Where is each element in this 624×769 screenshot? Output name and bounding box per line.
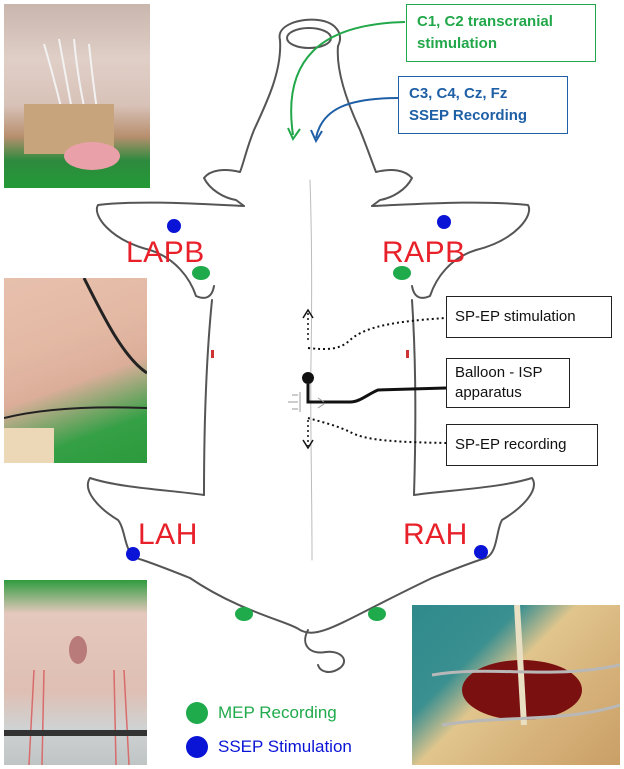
photo-head-electrodes bbox=[4, 4, 150, 188]
left-side-mark bbox=[211, 350, 214, 358]
hindlimb-wires bbox=[4, 636, 147, 765]
label-lapb: LAPB bbox=[126, 236, 205, 269]
callout-balloon: Balloon - ISP apparatus bbox=[446, 358, 570, 408]
label-lah: LAH bbox=[138, 518, 198, 551]
surgery-field bbox=[431, 605, 620, 727]
ssep-dot-rapb bbox=[437, 215, 451, 229]
callout-ssep-line1: C3, C4, Cz, Fz bbox=[409, 85, 508, 102]
label-rah: RAH bbox=[403, 518, 468, 551]
callout-spep-rec-text: SP-EP recording bbox=[455, 436, 567, 453]
callout-balloon-line2: apparatus bbox=[455, 384, 522, 401]
legend-ssep-circle bbox=[186, 736, 208, 758]
spinal-apparatus bbox=[288, 308, 447, 450]
callout-ssep-recording: C3, C4, Cz, Fz SSEP Recording bbox=[398, 76, 568, 134]
mep-dot-lapb bbox=[192, 266, 210, 280]
photo-forelimb bbox=[4, 278, 147, 463]
legend-ssep-label: SSEP Stimulation bbox=[218, 737, 352, 756]
balloon-icon bbox=[302, 372, 314, 384]
callout-spep-stimulation: SP-EP stimulation bbox=[446, 296, 612, 338]
forelimb-wire bbox=[4, 278, 147, 463]
callout-ssep-line2: SSEP Recording bbox=[409, 107, 528, 124]
right-side-mark bbox=[406, 350, 409, 358]
callout-transcranial-line1: C1, C2 transcranial bbox=[417, 13, 553, 30]
photo-surgery bbox=[412, 605, 620, 765]
transcranial-arrow bbox=[290, 21, 406, 136]
legend-mep-label: MEP Recording bbox=[218, 703, 337, 722]
spep-rec-connector bbox=[307, 417, 447, 444]
callout-balloon-line1: Balloon - ISP bbox=[455, 364, 543, 381]
mep-dot-rapb bbox=[393, 266, 411, 280]
label-rapb: RAPB bbox=[382, 236, 466, 269]
head-electrode-wires bbox=[24, 38, 120, 170]
transcranial-arrowhead bbox=[287, 127, 301, 142]
callout-transcranial-line2: stimulation bbox=[417, 35, 498, 52]
ssep-dot-lapb bbox=[167, 219, 181, 233]
callout-spep-recording: SP-EP recording bbox=[446, 424, 598, 466]
legend-mep-circle bbox=[186, 702, 208, 724]
spep-stim-connector bbox=[307, 317, 447, 350]
ssep-dot-rah bbox=[474, 545, 488, 559]
ssep-electrodes bbox=[126, 215, 488, 561]
mep-dot-left-rear bbox=[235, 607, 253, 621]
ssep-dot-lah bbox=[126, 547, 140, 561]
photo-hindlimb bbox=[4, 580, 147, 765]
ssep-recording-arrowhead bbox=[310, 129, 323, 144]
callout-transcranial: C1, C2 transcranial stimulation bbox=[406, 4, 596, 62]
pig-outline bbox=[87, 18, 535, 673]
mep-electrodes bbox=[192, 266, 411, 621]
ssep-recording-arrow bbox=[315, 97, 399, 139]
callout-spep-stim-text: SP-EP stimulation bbox=[455, 308, 576, 325]
mep-dot-right-rear bbox=[368, 607, 386, 621]
